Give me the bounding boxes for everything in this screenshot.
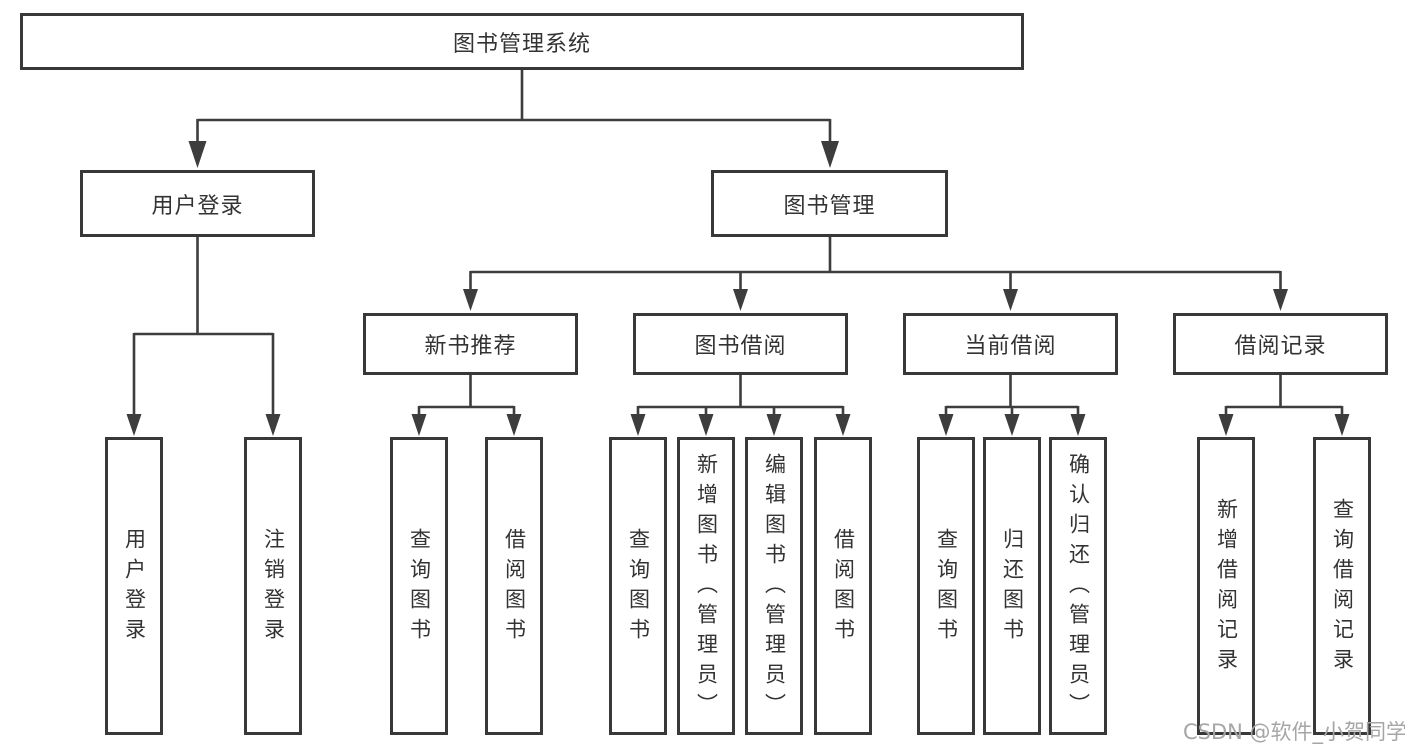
node-label: 借阅图书 — [502, 528, 527, 648]
node-borrowing-records: 借阅记录 — [1173, 313, 1388, 375]
leaf-logout: 注销登录 — [244, 437, 302, 735]
node-label: 新增图书（管理员） — [694, 453, 719, 723]
leaf-current-query-books: 查询图书 — [917, 437, 975, 735]
node-label: 图书借阅 — [694, 334, 787, 359]
node-label: 归还图书 — [1000, 528, 1025, 648]
node-label: 借阅记录 — [1234, 334, 1327, 359]
node-book-borrowing: 图书借阅 — [633, 313, 848, 375]
node-label: 查询图书 — [626, 528, 651, 648]
node-label: 编辑图书（管理员） — [762, 453, 787, 723]
node-label: 查询图书 — [407, 528, 432, 648]
node-label: 用户登录 — [151, 193, 244, 219]
node-label: 新书推荐 — [424, 334, 517, 359]
node-label: 新增借阅记录 — [1214, 498, 1239, 678]
node-label: 图书管理 — [783, 193, 876, 219]
leaf-borrowing-borrow-books: 借阅图书 — [814, 437, 872, 735]
node-new-book-recommendation: 新书推荐 — [363, 313, 578, 375]
leaf-records-add-record: 新增借阅记录 — [1197, 437, 1255, 735]
node-label: 当前借阅 — [964, 334, 1057, 359]
leaf-borrowing-add-books-admin: 新增图书（管理员） — [677, 437, 735, 735]
leaf-newbooks-query-books: 查询图书 — [390, 437, 448, 735]
leaf-borrowing-edit-books-admin: 编辑图书（管理员） — [745, 437, 803, 735]
node-label: 用户登录 — [122, 528, 147, 648]
node-label: 图书管理系统 — [452, 31, 591, 57]
leaf-current-return-books: 归还图书 — [983, 437, 1041, 735]
leaf-current-confirm-return-admin: 确认归还（管理员） — [1049, 437, 1107, 735]
csdn-watermark: CSDN @软件_小贺同学 — [1183, 720, 1405, 744]
node-label: 查询图书 — [934, 528, 959, 648]
node-label: 查询借阅记录 — [1330, 498, 1355, 678]
node-library-management-system: 图书管理系统 — [20, 13, 1024, 70]
node-current-borrowing: 当前借阅 — [903, 313, 1118, 375]
leaf-borrowing-query-books: 查询图书 — [609, 437, 667, 735]
leaf-records-query-record: 查询借阅记录 — [1313, 437, 1371, 735]
arrowheads — [126, 141, 1350, 436]
leaf-newbooks-borrow-books: 借阅图书 — [485, 437, 543, 735]
node-label: 注销登录 — [261, 528, 286, 648]
node-book-management-branch: 图书管理 — [711, 170, 948, 237]
node-label: 确认归还（管理员） — [1066, 453, 1091, 723]
node-user-login-branch: 用户登录 — [80, 170, 315, 237]
leaf-user-login: 用户登录 — [105, 437, 163, 735]
node-label: 借阅图书 — [831, 528, 856, 648]
